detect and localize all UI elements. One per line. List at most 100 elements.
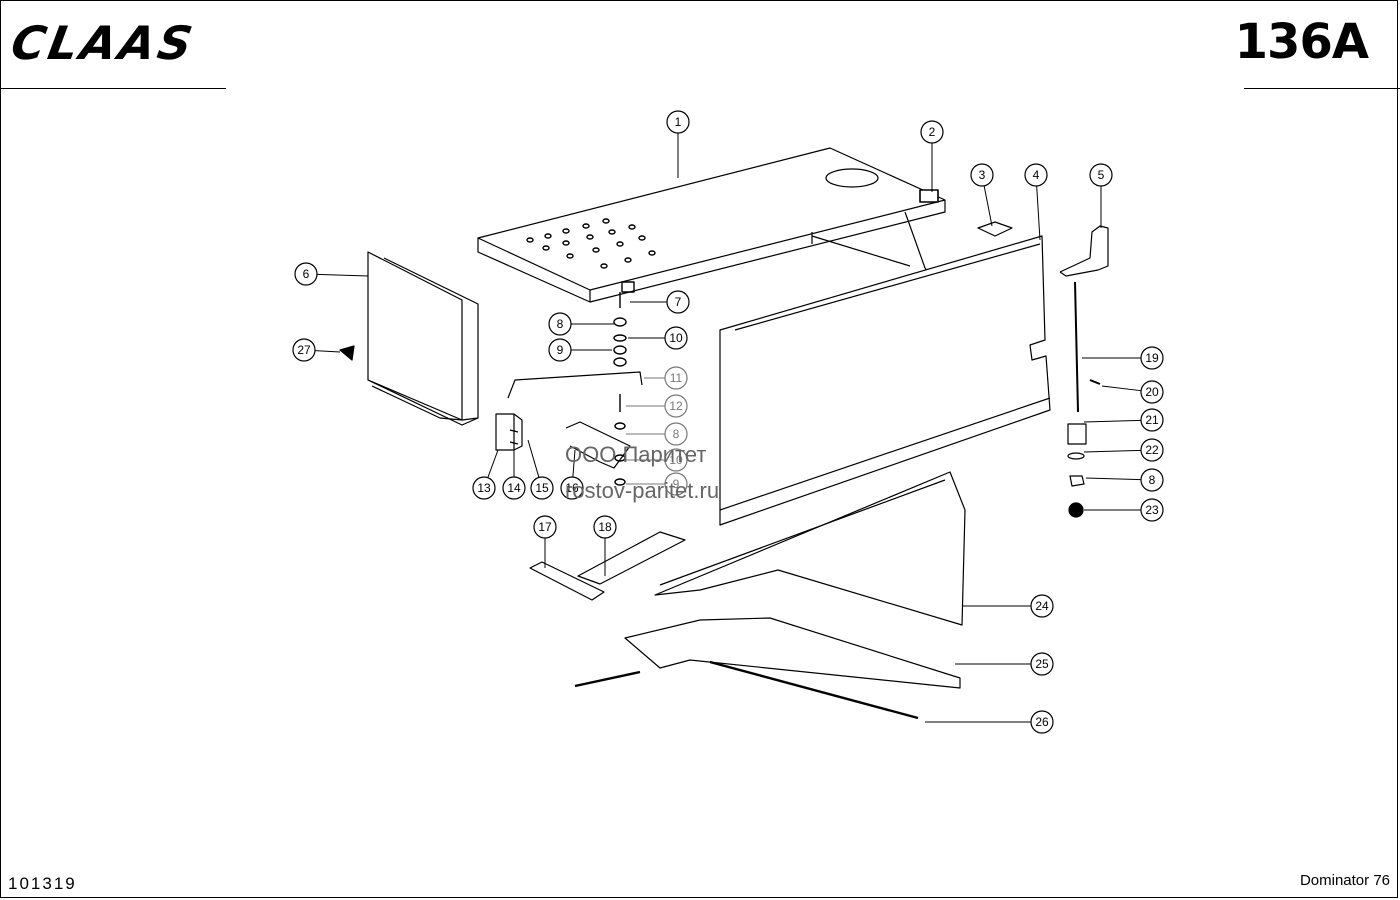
callout-circle <box>1089 163 1113 187</box>
callout-circle <box>560 476 584 500</box>
callout-circle <box>664 366 688 390</box>
callout-number: 23 <box>1145 503 1159 517</box>
callout-circle <box>666 110 690 134</box>
callout-circle <box>664 326 688 350</box>
part-top-cover <box>477 147 946 303</box>
callout-number: 13 <box>477 481 491 495</box>
callout-number: 11 <box>670 371 683 385</box>
callout-number: 5 <box>1098 168 1105 182</box>
callout-number: 21 <box>1145 413 1159 427</box>
callout-number: 6 <box>303 267 310 281</box>
callout-number: 2 <box>929 125 936 139</box>
callout-circle <box>920 120 944 144</box>
callout-circle <box>294 262 318 286</box>
part-plug <box>339 345 355 361</box>
part-seal-strip <box>574 660 919 720</box>
callout-number: 8 <box>557 317 564 331</box>
callout-circle <box>1024 163 1048 187</box>
callout-circle <box>548 312 572 336</box>
callout-number: 1 <box>675 115 682 129</box>
callout-number: 9 <box>673 477 680 491</box>
page-number: 136A <box>1234 14 1369 70</box>
callout-circle <box>502 476 526 500</box>
callout-circle <box>970 163 994 187</box>
callout-leader <box>572 449 576 478</box>
callout-number: 8 <box>673 427 680 441</box>
page-number-underline <box>1244 88 1400 89</box>
callout-number: 15 <box>535 481 549 495</box>
callout-number: 14 <box>507 481 521 495</box>
callout-circle <box>1140 498 1164 522</box>
part-end-panel <box>367 251 479 426</box>
callout-circle <box>1140 438 1164 462</box>
callout-circle <box>1030 710 1054 734</box>
callout-number: 20 <box>1145 385 1159 399</box>
callout-leader <box>316 273 369 277</box>
part-plate-17 <box>529 561 605 601</box>
callout-circle <box>548 338 572 362</box>
callout-number: 17 <box>538 520 552 534</box>
callout-circle <box>1140 380 1164 404</box>
part-bottom-strip <box>624 617 961 689</box>
callout-leader <box>314 350 341 353</box>
callout-number: 4 <box>1033 168 1040 182</box>
part-bracket-5 <box>1059 225 1109 277</box>
callout-leader <box>1085 477 1142 481</box>
callout-leader <box>1083 449 1142 453</box>
part-hinge <box>495 413 631 469</box>
part-side-panel <box>719 235 1051 526</box>
callout-leader <box>983 185 993 227</box>
callout-circle <box>1030 652 1054 676</box>
callout-circle <box>593 515 617 539</box>
callout-number: 19 <box>1145 351 1159 365</box>
callout-circle <box>666 290 690 314</box>
callout-leader <box>1036 185 1041 241</box>
watermark-line-2: rostov-paritet.ru <box>565 478 719 503</box>
callout-number: 26 <box>1035 715 1049 729</box>
callout-circle <box>472 476 496 500</box>
callout-circle <box>292 338 316 362</box>
watermark-line-1: ООО Паритет <box>565 442 706 467</box>
callout-circle <box>1140 468 1164 492</box>
callout-leader <box>1101 385 1142 392</box>
callout-number: 7 <box>675 295 682 309</box>
callout-number: 9 <box>557 343 564 357</box>
part-spring-assembly <box>1067 281 1101 518</box>
part-strip-18 <box>577 531 686 585</box>
part-clip <box>919 189 939 203</box>
callout-number: 18 <box>598 520 612 534</box>
model-name: Dominator 76 <box>1299 872 1390 889</box>
watermark: ООО Паритет rostov-paritet.ru <box>565 442 719 503</box>
callout-number: 24 <box>1035 599 1049 613</box>
callout-number: 25 <box>1035 657 1049 671</box>
part-hardware <box>613 281 635 486</box>
callout-number: 27 <box>297 343 311 357</box>
callout-number: 10 <box>669 453 683 467</box>
brand-underline <box>0 88 226 89</box>
part-rod <box>507 371 643 399</box>
callout-circle <box>1140 408 1164 432</box>
document-id: 101319 <box>8 874 77 893</box>
part-lower-panel <box>654 471 966 626</box>
callout-circle <box>664 422 688 446</box>
callout-number: 22 <box>1145 443 1159 457</box>
callout-circle <box>664 448 688 472</box>
callout-circle <box>530 476 554 500</box>
callout-leader <box>487 449 499 478</box>
callout-leader <box>1083 419 1142 423</box>
callout-number: 10 <box>669 331 683 345</box>
callout-number: 3 <box>979 168 986 182</box>
part-block <box>977 221 1013 237</box>
callout-number: 16 <box>565 481 579 495</box>
callout-circle <box>1140 346 1164 370</box>
callout-circle <box>664 394 688 418</box>
callout-circle <box>1030 594 1054 618</box>
callout-number: 8 <box>1149 473 1156 487</box>
callout-number: 12 <box>669 399 683 413</box>
callout-circle <box>533 515 557 539</box>
callout-leader <box>527 439 540 478</box>
callout-circle <box>664 472 688 496</box>
